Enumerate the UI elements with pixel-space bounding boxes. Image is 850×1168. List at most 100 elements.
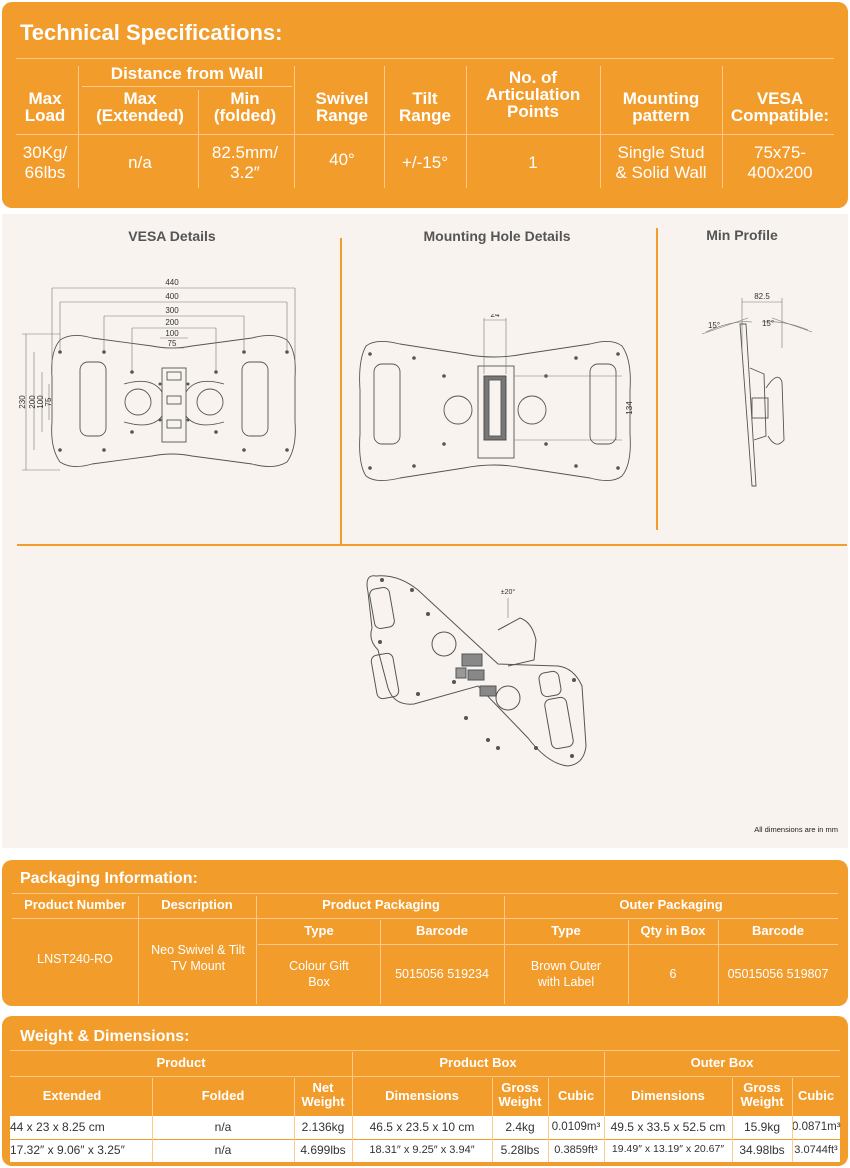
pk-col-divider — [718, 920, 719, 1004]
h-product-box: Product Box — [439, 1055, 517, 1070]
w-box-dimensions: 46.5 x 23.5 x 10 cm — [369, 1120, 475, 1134]
tech-col-divider — [78, 66, 79, 188]
w-extended: 17.32″ x 9.06″ x 3.25″ — [10, 1143, 125, 1157]
product-number: LNST240-RO — [37, 952, 113, 966]
header-max-load: Max Load — [24, 89, 66, 125]
header-max-extended: Max (Extended) — [96, 89, 184, 125]
distance-underline — [82, 86, 292, 87]
weights-title-divider — [10, 1050, 840, 1051]
vesa-dim-h75: 75 — [44, 397, 53, 406]
tech-col-divider — [466, 66, 467, 188]
h-dimensions: Dimensions — [385, 1088, 459, 1103]
dimensions-note: All dimensions are in mm — [754, 825, 838, 834]
wd-col-divider — [792, 1078, 793, 1162]
vesa-dim-h200: 200 — [28, 395, 37, 409]
weights-row-divider — [10, 1139, 840, 1140]
h-op-type: Type — [551, 923, 581, 938]
h-description: Description — [161, 897, 233, 912]
h-product: Product — [156, 1055, 206, 1070]
mounting-hole-diagram: 24 134 — [359, 314, 634, 481]
profile-angle-left: 15° — [708, 321, 720, 330]
w-outer-gross: 34.98lbs — [739, 1143, 785, 1157]
h-net-weight: Net Weight — [301, 1080, 345, 1109]
wd-col-divider — [294, 1078, 295, 1162]
header-mounting: Mounting pattern — [622, 89, 700, 125]
w-extended: 44 x 23 x 8.25 cm — [10, 1120, 105, 1134]
distance-header: Distance from Wall — [110, 64, 264, 83]
pp-type: Colour Gift Box — [289, 959, 349, 990]
diagrams-area: VESA Details Mounting Hole Details Min P… — [2, 214, 848, 848]
vesa-dim-75: 75 — [168, 339, 177, 348]
h-outer-box: Outer Box — [690, 1055, 754, 1070]
vesa-details-title: VESA Details — [128, 228, 216, 244]
vesa-dim-100: 100 — [165, 329, 179, 338]
iso-angle: ±20° — [501, 588, 516, 596]
wd-col-divider — [604, 1052, 605, 1162]
w-folded: n/a — [214, 1120, 232, 1134]
tech-col-divider — [600, 66, 601, 188]
min-profile-title: Min Profile — [706, 227, 778, 243]
h-outer-packaging: Outer Packaging — [619, 897, 723, 912]
w-box-cubic: 0.0109m³ — [551, 1121, 601, 1133]
w-net-weight: 4.699lbs — [300, 1143, 346, 1157]
w-outer-dimensions: 19.49″ x 13.19″ x 20.67″ — [611, 1143, 725, 1155]
tech-col-divider — [198, 90, 199, 188]
header-articulation: No. of Articulation Points — [485, 68, 581, 121]
vesa-dim-300: 300 — [165, 306, 179, 315]
w-box-dimensions: 18.31″ x 9.25″ x 3.94″ — [369, 1144, 475, 1156]
h-product-number: Product Number — [24, 897, 126, 912]
h-op-qty: Qty in Box — [640, 923, 706, 938]
w-box-cubic: 0.3859ft³ — [554, 1144, 598, 1156]
packaging-hdr-line2 — [258, 944, 838, 945]
diagram-divider-v2 — [656, 228, 658, 530]
pk-col-divider — [504, 896, 505, 1004]
header-min-folded: Min (folded) — [213, 89, 277, 125]
wd-col-divider — [152, 1078, 153, 1162]
pk-col-divider — [628, 920, 629, 1004]
mount-dim-24: 24 — [491, 314, 500, 319]
value-tilt: +/-15° — [401, 153, 449, 172]
value-swivel: 40° — [329, 150, 355, 169]
wd-col-divider — [548, 1078, 549, 1162]
vesa-dim-440: 440 — [165, 278, 179, 287]
vesa-dim-h100: 100 — [36, 395, 45, 409]
header-swivel: Swivel Range — [315, 89, 369, 125]
op-barcode: 05015056 519807 — [727, 967, 829, 981]
op-qty: 6 — [669, 967, 677, 981]
w-box-gross: 5.28lbs — [500, 1143, 540, 1157]
header-vesa: VESA Compatible: — [730, 89, 830, 125]
h-extended: Extended — [42, 1088, 102, 1103]
value-vesa: 75x75- 400x200 — [747, 143, 813, 182]
value-min-folded: 82.5mm/ 3.2″ — [211, 143, 279, 182]
pk-col-divider — [256, 896, 257, 1004]
packaging-title-divider — [12, 893, 838, 894]
tech-specs-title: Technical Specifications: — [20, 20, 283, 45]
profile-angle-right: 15° — [762, 319, 774, 328]
h-folded: Folded — [201, 1088, 245, 1103]
header-tilt: Tilt Range — [399, 89, 451, 125]
h-gross-weight: Gross Weight — [498, 1080, 542, 1109]
w-outer-cubic: 3.0744ft³ — [794, 1144, 838, 1156]
weights-panel: Weight & Dimensions: Product Product Box… — [2, 1016, 848, 1166]
h-pp-barcode: Barcode — [415, 923, 469, 938]
tech-header-divider — [16, 134, 834, 135]
vesa-details-diagram: 440 400 300 200 100 75 230 200 100 75 — [18, 278, 296, 471]
tech-title-divider — [16, 58, 834, 59]
weights-title: Weight & Dimensions: — [20, 1028, 190, 1045]
w-outer-gross: 15.9kg — [743, 1120, 781, 1134]
op-type: Brown Outer with Label — [530, 959, 602, 990]
min-profile-diagram: 82.5 15° 15° — [701, 292, 813, 487]
w-net-weight: 2.136kg — [301, 1120, 345, 1134]
weights-hdr-line — [10, 1076, 840, 1077]
mount-dim-134: 134 — [625, 401, 634, 415]
h-pp-type: Type — [304, 923, 334, 938]
wd-col-divider — [352, 1052, 353, 1162]
h-product-packaging: Product Packaging — [322, 897, 440, 912]
w-box-gross: 2.4kg — [505, 1120, 535, 1134]
tech-col-divider — [722, 66, 723, 188]
diagram-divider-h — [17, 544, 847, 546]
h-op-barcode: Barcode — [751, 923, 805, 938]
profile-dim-depth: 82.5 — [754, 292, 770, 301]
h-cubic: Cubic — [557, 1088, 595, 1103]
vesa-dim-230: 230 — [18, 395, 27, 409]
